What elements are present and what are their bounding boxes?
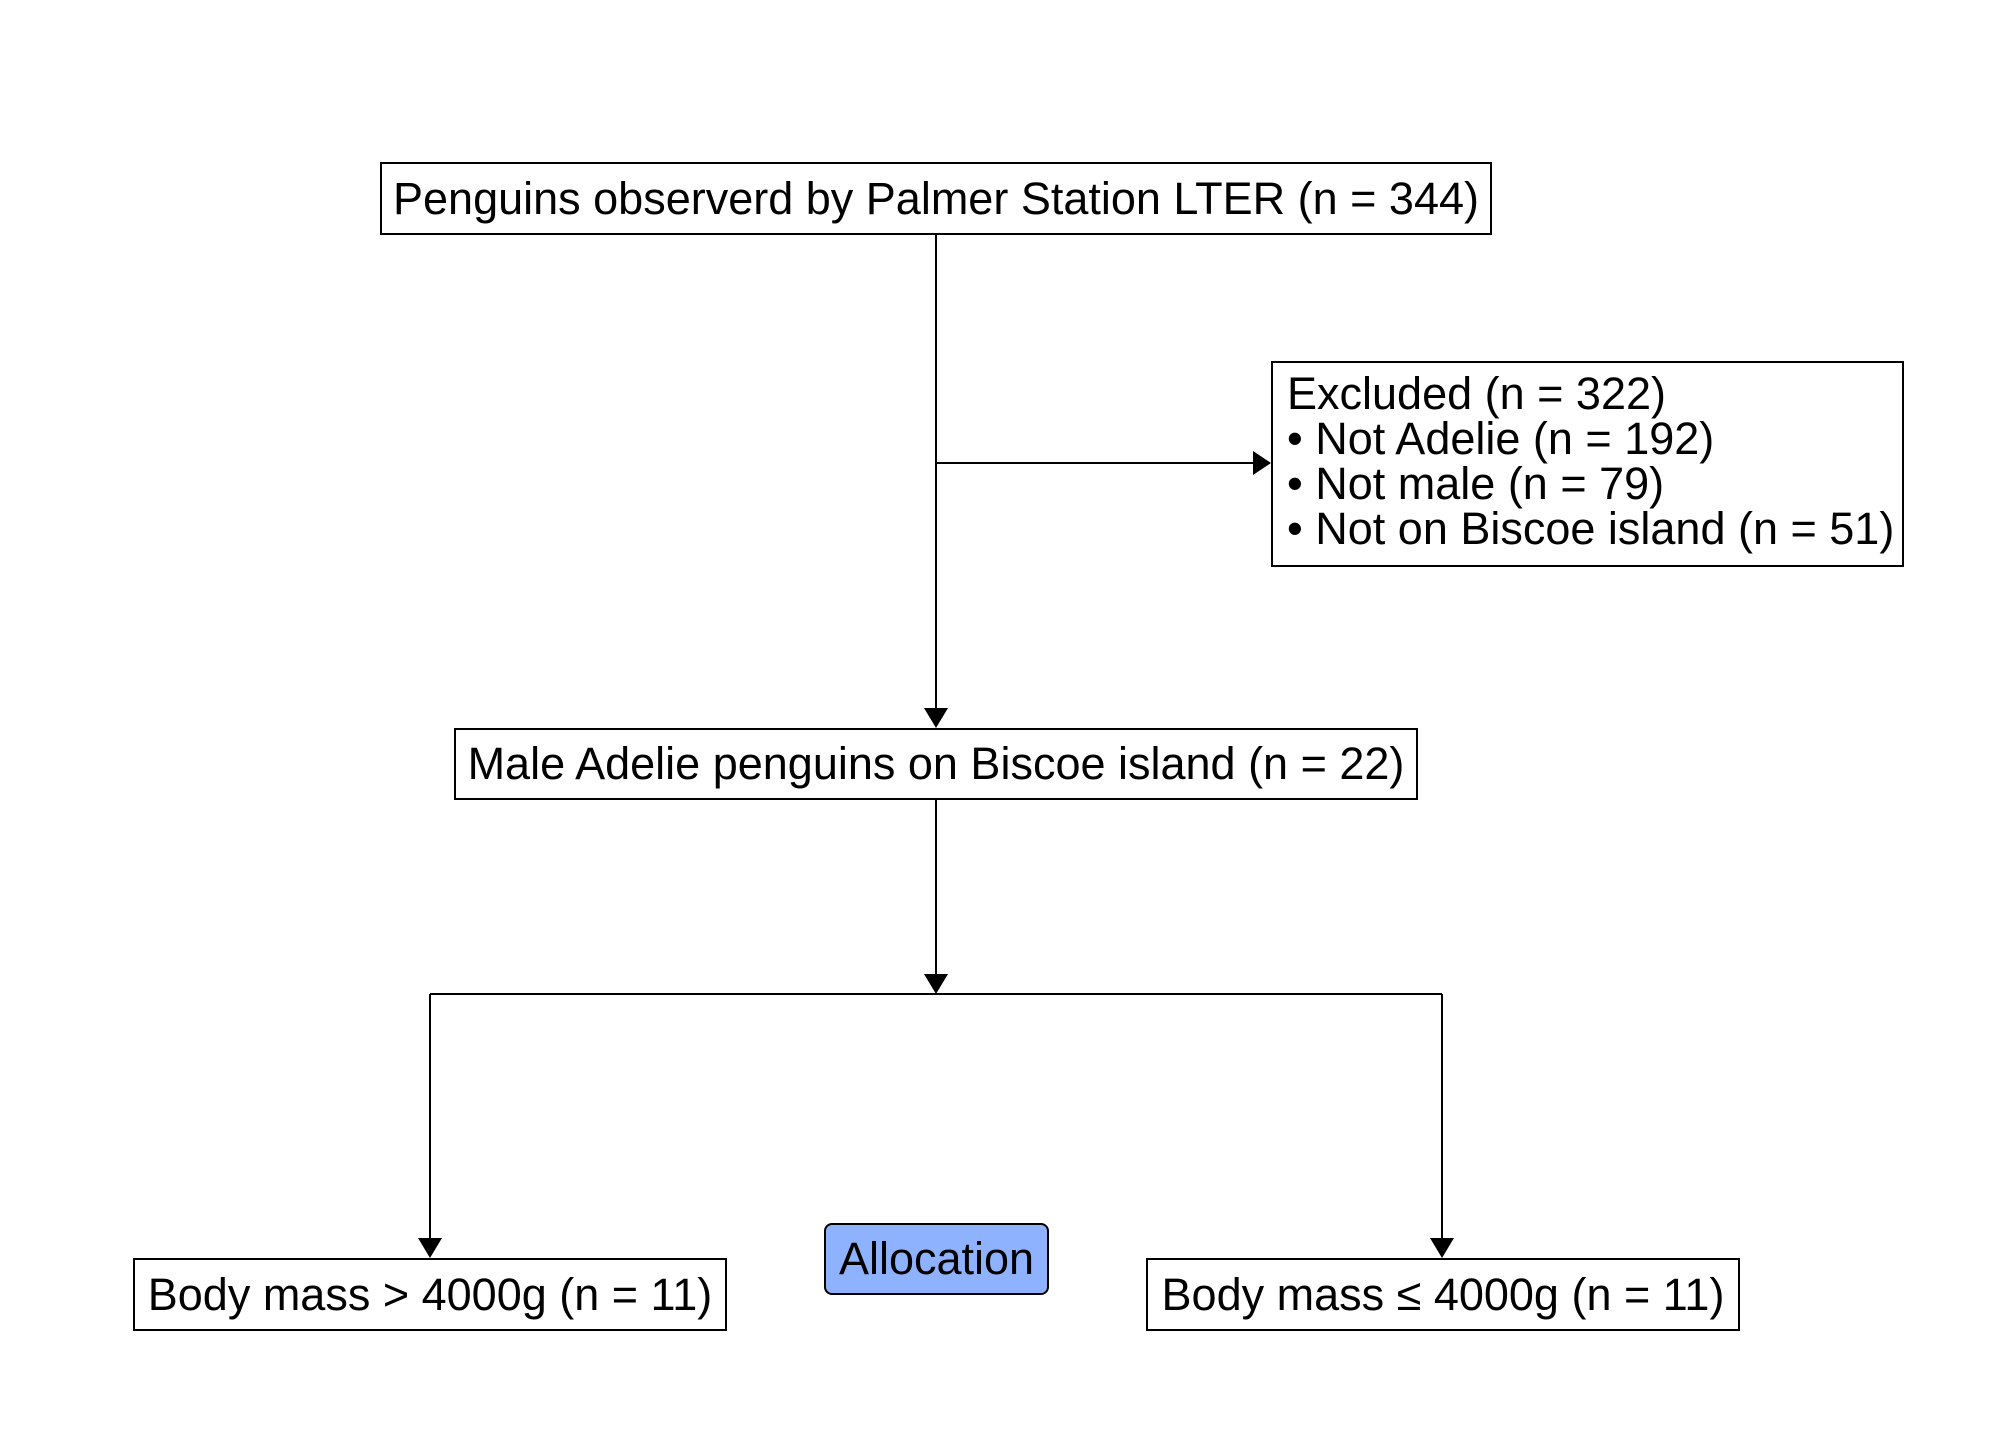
excluded-item-not-biscoe: • Not on Biscoe island (n = 51) <box>1287 503 1895 554</box>
allocation-label: Allocation <box>838 1233 1035 1284</box>
arrow-to-right <box>1430 1238 1454 1258</box>
box-excluded: Excluded (n = 322) • Not Adelie (n = 192… <box>1271 361 1904 567</box>
box-observed-penguins-label: Penguins observerd by Palmer Station LTE… <box>393 172 1479 224</box>
excluded-item-not-male: • Not male (n = 79) <box>1287 458 1665 509</box>
box-observed-penguins: Penguins observerd by Palmer Station LTE… <box>380 162 1492 235</box>
arrow-to-left <box>418 1238 442 1258</box>
box-male-adelie-biscoe-label: Male Adelie penguins on Biscoe island (n… <box>467 738 1405 789</box>
arrow-to-middle <box>924 708 948 728</box>
box-body-mass-over-4000: Body mass > 4000g (n = 11) <box>133 1258 727 1331</box>
box-body-mass-under-4000: Body mass ≤ 4000g (n = 11) <box>1146 1258 1740 1331</box>
box-body-mass-under-4000-label: Body mass ≤ 4000g (n = 11) <box>1161 1268 1725 1320</box>
box-male-adelie-biscoe: Male Adelie penguins on Biscoe island (n… <box>454 728 1418 800</box>
excluded-item-not-adelie: • Not Adelie (n = 192) <box>1287 413 1715 464</box>
allocation-label-box: Allocation <box>824 1223 1049 1295</box>
box-body-mass-over-4000-label: Body mass > 4000g (n = 11) <box>147 1268 713 1320</box>
arrow-to-split <box>924 974 948 994</box>
excluded-header: Excluded (n = 322) <box>1287 368 1666 419</box>
arrow-to-excluded <box>1253 451 1271 475</box>
